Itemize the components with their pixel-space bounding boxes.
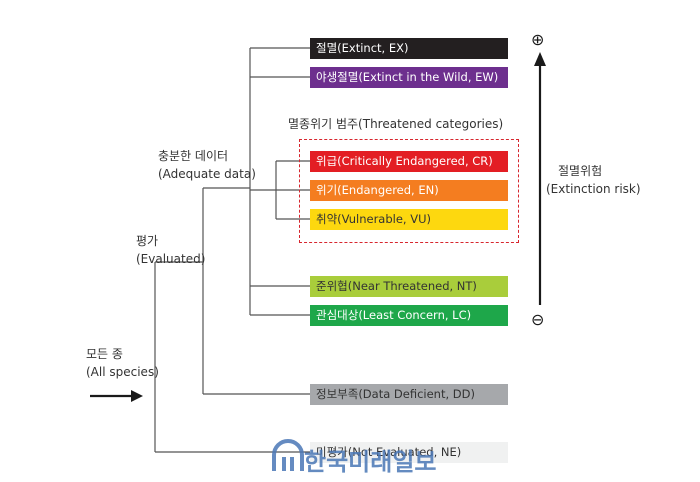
- risk-label-en: (Extinction risk): [546, 182, 641, 196]
- category-near-threatened: 준위협(Near Threatened, NT): [310, 276, 508, 297]
- entry-arrow-icon: [90, 390, 143, 402]
- category-not-evaluated: 미평가(Not Evaluated, NE): [310, 442, 508, 463]
- category-extinct-in-wild: 야생절멸(Extinct in the Wild, EW): [310, 67, 508, 88]
- plus-symbol-icon: ⊕: [531, 30, 545, 49]
- risk-label-ko: 절멸위험: [558, 164, 603, 178]
- root-label-ko: 모든 종: [86, 347, 123, 361]
- category-critically-endangered: 위급(Critically Endangered, CR): [310, 151, 508, 172]
- category-endangered: 위기(Endangered, EN): [310, 180, 508, 201]
- threatened-group-outline: [299, 139, 519, 243]
- threatened-header: 멸종위기 범주(Threatened categories): [288, 117, 504, 131]
- category-vulnerable: 취약(Vulnerable, VU): [310, 209, 508, 230]
- category-least-concern: 관심대상(Least Concern, LC): [310, 305, 508, 326]
- watermark-logo-icon: [270, 437, 306, 477]
- adequate-label-ko: 충분한 데이터: [158, 149, 229, 163]
- category-data-deficient: 정보부족(Data Deficient, DD): [310, 384, 508, 405]
- adequate-label-en: (Adequate data): [158, 167, 256, 181]
- root-label-en: (All species): [86, 365, 159, 379]
- evaluated-label-en: (Evaluated): [136, 252, 206, 266]
- evaluated-label-ko: 평가: [136, 234, 159, 248]
- risk-axis-arrow-icon: [534, 52, 546, 305]
- minus-symbol-icon: ⊖: [531, 310, 545, 329]
- category-extinct: 절멸(Extinct, EX): [310, 38, 508, 59]
- watermark-text: 한국미래일보: [304, 448, 437, 476]
